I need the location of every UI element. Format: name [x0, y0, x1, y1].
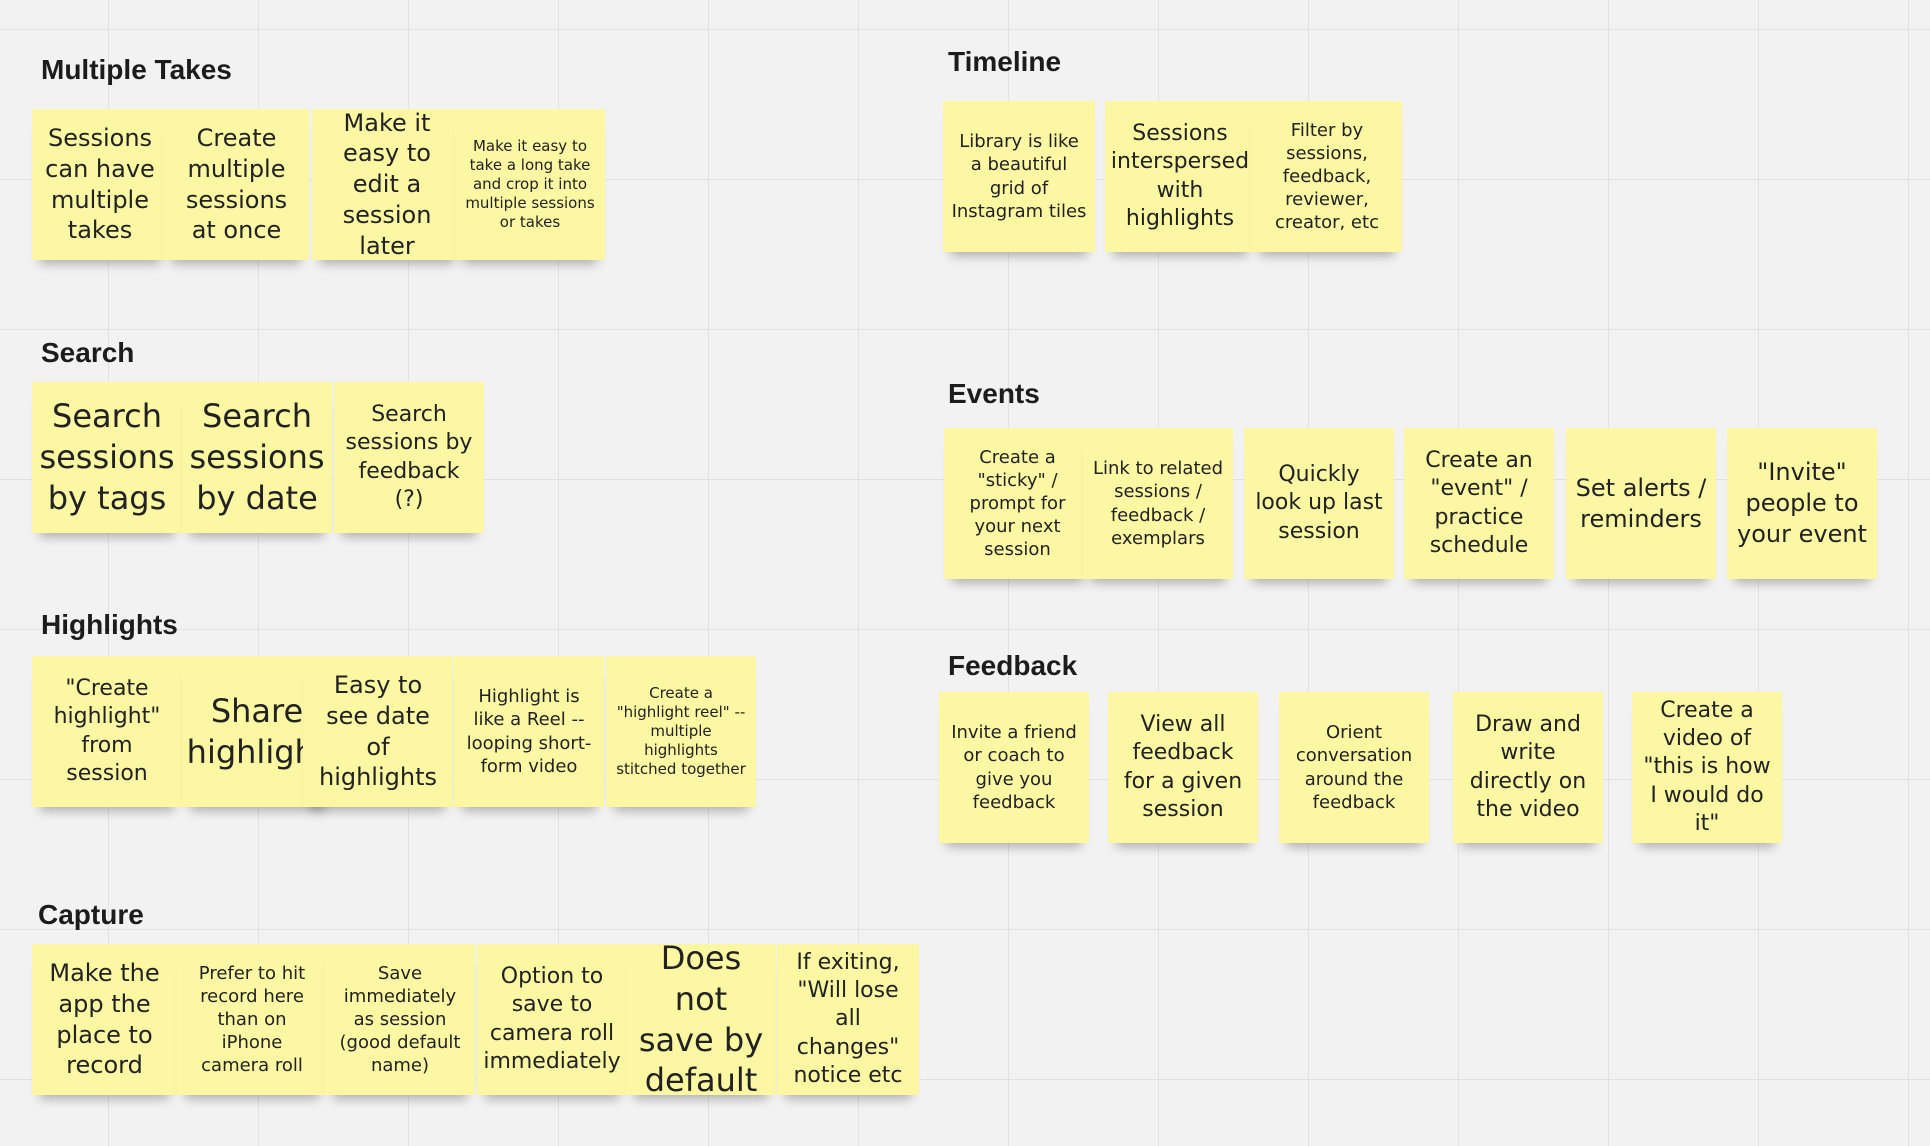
- section-title-highlights: Highlights: [41, 609, 178, 640]
- sticky-note-text: Create a video of "this is how I would d…: [1643, 698, 1771, 836]
- section-title-timeline: Timeline: [948, 46, 1062, 77]
- sticky-note-text: Create a "sticky" / prompt for your next…: [969, 446, 1066, 561]
- sticky-note[interactable]: View all feedback for a given session: [1108, 692, 1258, 843]
- sticky-note-text: Sessions interspersed with highlights: [1110, 121, 1250, 231]
- sticky-note-text: Option to save to camera roll immediatel…: [483, 964, 621, 1074]
- sticky-note-text: Set alerts / reminders: [1575, 473, 1707, 533]
- sticky-note-text: If exiting, "Will lose all changes" noti…: [793, 950, 903, 1088]
- sticky-note-text: Sessions can have multiple takes: [45, 124, 155, 245]
- sticky-note[interactable]: Search sessions by tags: [32, 382, 182, 533]
- sticky-note[interactable]: Sessions interspersed with highlights: [1105, 101, 1255, 252]
- sticky-note-text: Search sessions by feedback (?): [345, 402, 473, 512]
- sticky-note[interactable]: Easy to see date of highlights: [303, 656, 453, 807]
- sticky-note-text: Search sessions by tags: [39, 397, 175, 517]
- sticky-note[interactable]: "Invite" people to your event: [1727, 428, 1877, 579]
- sticky-note[interactable]: Orient conversation around the feedback: [1279, 692, 1429, 843]
- sticky-note-text: Make it easy to edit a session later: [342, 109, 432, 260]
- sticky-note-text: Draw and write directly on the video: [1469, 712, 1587, 822]
- sticky-note-text: Link to related sessions / feedback / ex…: [1092, 458, 1224, 549]
- sticky-note-text: Create a "highlight reel" -- multiple hi…: [616, 683, 746, 779]
- sticky-note-text: Create multiple sessions at once: [185, 124, 288, 245]
- sticky-note-text: "Create highlight" from session: [53, 676, 161, 786]
- sticky-note[interactable]: Make it easy to edit a session later: [312, 109, 462, 260]
- sticky-note-text: Prefer to hit record here than on iPhone…: [198, 962, 306, 1077]
- sticky-note-text: Save immediately as session (good defaul…: [339, 962, 461, 1077]
- sticky-note[interactable]: Create a "sticky" / prompt for your next…: [944, 428, 1091, 579]
- sticky-note-text: Invite a friend or coach to give you fee…: [951, 722, 1077, 813]
- sticky-note[interactable]: Does not save by default: [626, 944, 776, 1095]
- sticky-note[interactable]: Highlight is like a Reel -- looping shor…: [454, 656, 604, 807]
- sticky-note-text: Filter by sessions, feedback, reviewer, …: [1275, 119, 1379, 234]
- section-title-capture: Capture: [38, 899, 144, 930]
- sticky-note[interactable]: Option to save to camera roll immediatel…: [477, 944, 627, 1095]
- sticky-note[interactable]: Link to related sessions / feedback / ex…: [1083, 428, 1233, 579]
- sticky-note-text: Orient conversation around the feedback: [1295, 722, 1413, 813]
- sticky-note[interactable]: Sessions can have multiple takes: [32, 109, 168, 260]
- sticky-note-text: Quickly look up last session: [1255, 462, 1383, 544]
- sticky-note[interactable]: Make the app the place to record: [32, 944, 177, 1095]
- sticky-note-text: "Invite" people to your event: [1737, 458, 1867, 548]
- sticky-note[interactable]: Create a video of "this is how I would d…: [1632, 692, 1782, 843]
- sticky-note[interactable]: Set alerts / reminders: [1566, 428, 1716, 579]
- sticky-note[interactable]: If exiting, "Will lose all changes" noti…: [777, 944, 919, 1095]
- sticky-note-text: View all feedback for a given session: [1123, 712, 1243, 822]
- sticky-note[interactable]: Prefer to hit record here than on iPhone…: [177, 944, 327, 1095]
- sticky-note-text: Easy to see date of highlights: [318, 671, 438, 792]
- sticky-note[interactable]: Make it easy to take a long take and cro…: [455, 109, 605, 260]
- section-title-events: Events: [948, 378, 1040, 409]
- section-title-multiple-takes: Multiple Takes: [41, 54, 232, 85]
- sticky-note[interactable]: "Create highlight" from session: [32, 656, 182, 807]
- sticky-note-text: Highlight is like a Reel -- looping shor…: [466, 686, 592, 777]
- section-title-search: Search: [41, 337, 135, 368]
- sticky-note[interactable]: Search sessions by date: [182, 382, 332, 533]
- sticky-note[interactable]: Create multiple sessions at once: [164, 109, 309, 260]
- sticky-note[interactable]: Search sessions by feedback (?): [334, 382, 484, 533]
- sticky-note-text: Library is like a beautiful grid of Inst…: [951, 131, 1087, 222]
- sticky-note[interactable]: Invite a friend or coach to give you fee…: [939, 692, 1089, 843]
- sticky-note-text: Make it easy to take a long take and cro…: [465, 136, 595, 232]
- sticky-note[interactable]: Quickly look up last session: [1244, 428, 1394, 579]
- sticky-note[interactable]: Create an "event" / practice schedule: [1404, 428, 1554, 579]
- sticky-note-text: Create an "event" / practice schedule: [1425, 448, 1533, 558]
- sticky-note[interactable]: Library is like a beautiful grid of Inst…: [943, 101, 1095, 252]
- section-title-feedback: Feedback: [948, 650, 1078, 681]
- sticky-note-text: Make the app the place to record: [49, 959, 160, 1080]
- sticky-note[interactable]: Create a "highlight reel" -- multiple hi…: [606, 656, 756, 807]
- sticky-note[interactable]: Filter by sessions, feedback, reviewer, …: [1252, 101, 1402, 252]
- sticky-note-text: Search sessions by date: [189, 397, 325, 517]
- sticky-note[interactable]: Save immediately as session (good defaul…: [325, 944, 475, 1095]
- sticky-note-text: Does not save by default: [638, 944, 764, 1095]
- sticky-note[interactable]: Draw and write directly on the video: [1453, 692, 1603, 843]
